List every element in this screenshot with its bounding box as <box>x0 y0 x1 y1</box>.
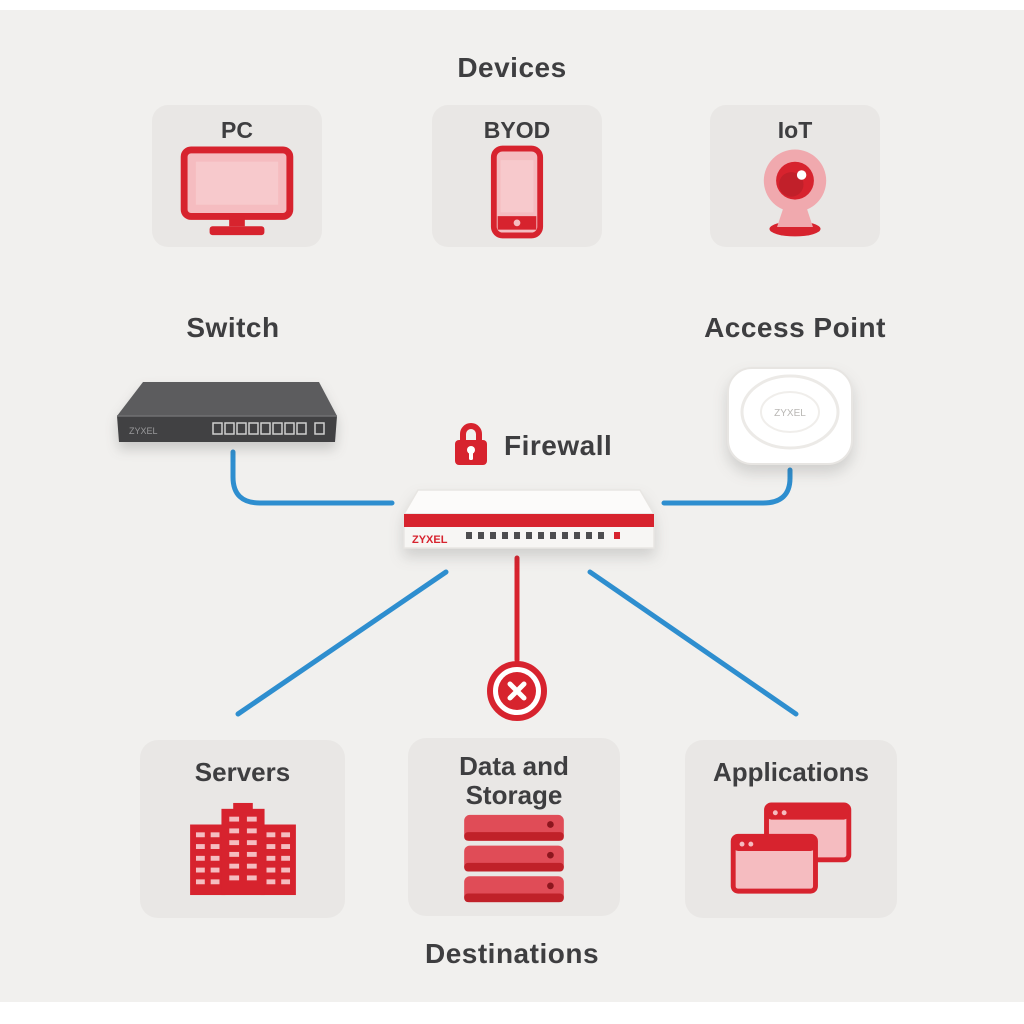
firewall-brand-text: ZYXEL <box>412 534 448 546</box>
switch-brand-text: ZYXEL <box>129 426 158 436</box>
servers-label: Servers <box>194 757 291 787</box>
byod-label: BYOD <box>483 117 551 143</box>
blocked-x-icon <box>487 661 547 721</box>
destination-card-applications: Applications <box>685 740 897 918</box>
pc-label: PC <box>221 117 253 143</box>
destination-card-data-storage: Data and Storage <box>408 738 620 916</box>
lock-icon <box>455 423 487 465</box>
device-card-pc: PC <box>152 105 322 247</box>
server-building-icon <box>178 787 308 918</box>
top-margin <box>0 0 1024 10</box>
access-point-device: ZYXEL <box>727 367 853 465</box>
switch-device: ZYXEL <box>117 382 337 442</box>
bottom-margin <box>0 1002 1024 1024</box>
applications-label: Applications <box>712 757 869 787</box>
firewall-to-servers-line <box>235 569 449 717</box>
iot-label: IoT <box>777 117 813 143</box>
ap-brand-text: ZYXEL <box>774 408 806 419</box>
switch-label: Switch <box>186 312 280 343</box>
app-windows-icon <box>729 787 853 918</box>
firewall-to-applications-line <box>587 569 799 717</box>
smartphone-icon <box>489 144 545 248</box>
monitor-icon <box>178 144 296 247</box>
access-point-label: Access Point <box>704 312 886 343</box>
device-card-iot: IoT <box>710 105 880 247</box>
data-storage-label-line2: Storage <box>465 780 563 811</box>
firewall-label: Firewall <box>504 430 613 461</box>
webcam-icon <box>743 144 847 247</box>
destination-card-servers: Servers <box>140 740 345 918</box>
storage-stack-icon <box>460 810 568 916</box>
device-card-byod: BYOD <box>432 105 602 247</box>
data-storage-label: Data and Storage <box>459 751 569 811</box>
destinations-section-title: Destinations <box>424 938 600 969</box>
devices-section-title: Devices <box>457 52 567 83</box>
firewall-device: ZYXEL <box>402 489 656 549</box>
data-storage-label-line1: Data and <box>459 751 569 781</box>
